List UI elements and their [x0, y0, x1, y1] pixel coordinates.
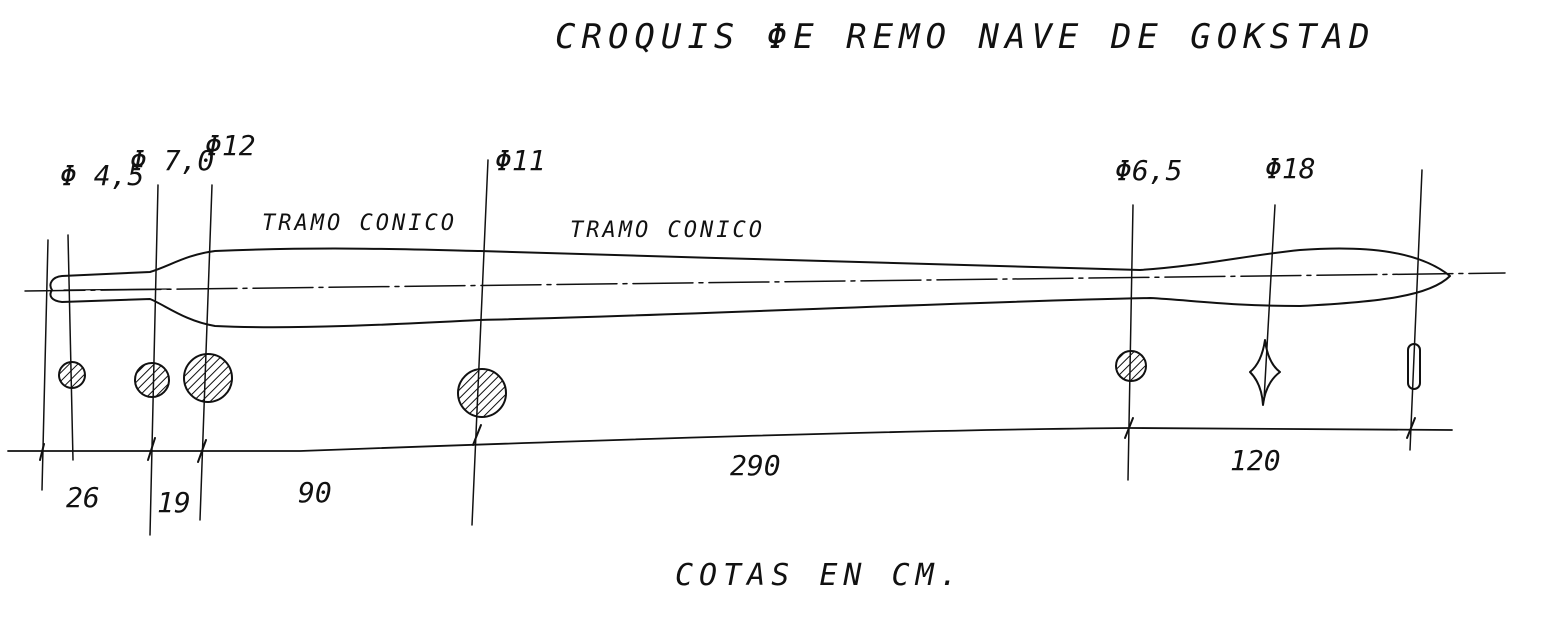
oar-outline	[49, 247, 1451, 329]
section-lines	[41, 159, 1423, 536]
dimension-line	[7, 427, 1453, 452]
dimension-value-3: 90	[298, 476, 332, 509]
diameter-label-1: Φ 4,5	[60, 159, 144, 192]
dimension-ticks	[39, 417, 1416, 463]
drawing-title: CROQUIS ΦE REMO NAVE DE GOKSTAD	[555, 17, 1376, 57]
dimension-value-1: 26	[66, 481, 100, 514]
center-axis	[24, 272, 1506, 292]
diameter-label-6: Φ18	[1265, 152, 1316, 185]
section-label-2: TRAMO CONICO	[570, 218, 765, 243]
diameter-label-5: Φ6,5	[1115, 154, 1182, 187]
handle-axis-line	[63, 288, 171, 291]
diameter-label-2: Φ 7,0	[130, 144, 214, 177]
section-label-1: TRAMO CONICO	[262, 211, 457, 236]
diameter-label-3: Φ12	[205, 129, 256, 162]
dimension-value-4: 290	[730, 449, 781, 482]
dimension-value-2: 19	[157, 486, 191, 519]
dimension-value-5: 120	[1230, 444, 1281, 477]
diameter-label-4: Φ11	[495, 144, 546, 177]
units-note: COTAS EN CM.	[675, 558, 964, 593]
cross-sections	[58, 339, 1421, 418]
